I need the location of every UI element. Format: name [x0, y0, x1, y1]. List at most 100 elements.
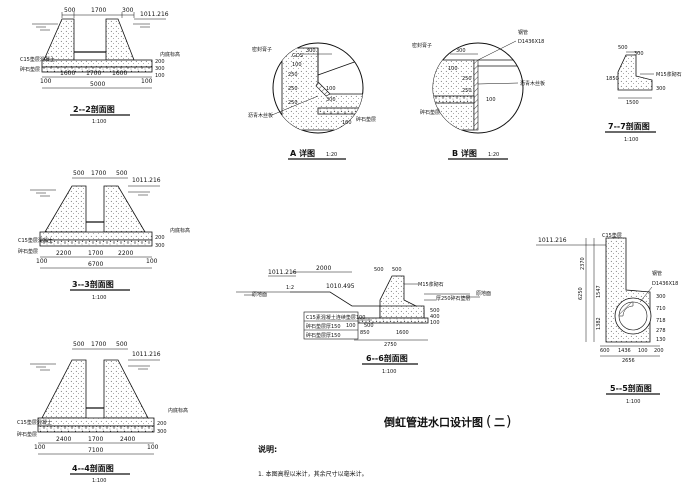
s33-right-wall [103, 185, 146, 233]
detB-dim-5: 100 [486, 97, 496, 103]
s22-label-concrete: C15垫层混凝土 [20, 56, 55, 63]
notes-block: 说明: 1. 本图高程以米计，其余尺寸以毫米计。 [258, 444, 368, 478]
detA-dim-5: 250 [288, 100, 298, 106]
s66-label-ground-2: 原地面 [476, 290, 491, 297]
s33-scale: 1:100 [92, 295, 106, 301]
s33-bottom-dim-5: 100 [146, 258, 158, 265]
detB-dim-3: 250 [462, 76, 472, 82]
s22-base-slab [41, 59, 153, 68]
s22-label-gravel: 碎石垫层 [20, 66, 40, 73]
s66-slope: 1:2 [286, 285, 294, 291]
s44-label-concrete: C15垫层混凝土 [17, 419, 52, 426]
s44-label-gravel: 碎石垫层 [17, 431, 37, 438]
s55-bottom-dim-1: 600 [600, 348, 610, 354]
s55-right-dim-5: 130 [656, 337, 666, 343]
s55-bottom-dim-4: 2656 [622, 358, 635, 364]
s66-bottom-dim-1: 100 [346, 323, 356, 329]
drawing-title-number: 二 [494, 416, 505, 429]
s44-elevation: 1011.216 [132, 351, 161, 358]
s77-label: M15浆砌石 [656, 71, 682, 78]
s55-right-dim-2: 710 [656, 306, 666, 312]
notes-heading: 说明: [258, 444, 277, 454]
section-2-2: 500 1700 300 1011.216 C15垫层混凝土 碎石垫层 内底标高… [20, 7, 180, 125]
s66-right-dim-1: 500 [430, 308, 440, 314]
s55-left-dim-4: 6250 [578, 287, 584, 300]
s22-bottom-dim-4: 1600 [112, 70, 127, 77]
drawing-title: 倒虹管进水口设计图 [383, 415, 483, 429]
s66-table-2: 碎石垫层厚150 [306, 323, 341, 330]
detB-dim-1: 300 [456, 48, 466, 54]
s44-title: 4--4剖面图 [72, 463, 114, 473]
s77-dim-4: 1500 [626, 100, 639, 106]
s55-elevation: 1011.216 [538, 237, 567, 244]
s33-bottom-dim-1: 100 [36, 258, 48, 265]
detA-dim-3: 250 [288, 72, 298, 78]
s66-label-masonry: M15浆砌石 [418, 281, 444, 288]
s66-dim-2000: 2000 [316, 265, 331, 272]
s22-gravel-bed [41, 66, 153, 73]
title-bracket-close: ) [506, 414, 511, 430]
s44-right-dim-2: 300 [157, 429, 167, 435]
detB-label-pipe: 钢管 [518, 29, 528, 36]
s22-title: 2--2剖面图 [73, 104, 115, 114]
s33-base-slab [39, 231, 153, 241]
s44-top-dim-2: 1700 [91, 341, 106, 348]
s22-left-wall [43, 18, 75, 61]
s33-title: 3--3剖面图 [72, 279, 114, 289]
s44-bottom-dim-3: 1700 [88, 436, 103, 443]
s44-bottom-dim-4: 2400 [120, 436, 135, 443]
s33-bottom-dim-4: 2200 [118, 250, 133, 257]
detB-title: B 详图 [452, 148, 477, 158]
s22-scale: 1:100 [92, 119, 106, 125]
section-7-7: 500 300 1850 M15浆砌石 1500 300 7--7剖面图 1:1… [605, 45, 682, 143]
s66-label-gravel: 厚250碎石垫层 [436, 295, 471, 302]
s33-top-dim-2: 1700 [91, 170, 106, 177]
s44-right-dim-1: 200 [157, 421, 167, 427]
s55-right-dim-4: 278 [656, 328, 666, 334]
drawing-title-block: 倒虹管进水口设计图 ( 二 ) [383, 414, 511, 430]
s66-right-dim-3: 100 [430, 320, 440, 326]
s77-dim-2: 300 [634, 51, 644, 57]
s33-top-dim-3: 500 [116, 170, 128, 177]
s44-top-dim-1: 500 [73, 341, 85, 348]
section-3-3: 500 1700 500 1011.216 C15垫层混凝土 碎石垫层 内底标高… [18, 170, 190, 301]
s77-dim-5: 300 [656, 86, 666, 92]
s77-dim-1: 500 [618, 45, 628, 51]
s66-bottom-dim-5: 2750 [384, 342, 397, 348]
note-1: 1. 本图高程以米计，其余尺寸以毫米计。 [258, 470, 368, 478]
s33-right-dim-1: 200 [155, 235, 165, 241]
section-5-5: 1011.216 C15垫层 钢管 D1436X18 2370 1547 138… [536, 232, 678, 405]
s77-title: 7--7剖面图 [608, 121, 650, 131]
detB-scale: 1:20 [488, 152, 499, 158]
s22-bottom-dim-1: 100 [40, 78, 52, 85]
s66-table-3: 碎石垫层厚150 [306, 332, 341, 339]
detA-title: A 详图 [290, 148, 315, 158]
s55-pipe-spec: D1436X18 [652, 281, 678, 287]
s33-elevation: 1011.216 [132, 177, 161, 184]
s33-gravel-bed [39, 239, 153, 247]
s44-bottom-dim-1: 100 [34, 444, 46, 451]
s22-label-invert: 内底标高 [160, 51, 180, 58]
s55-bottom-dim-5: 200 [654, 348, 664, 354]
detB-label-sealant: 密封膏子 [412, 42, 432, 49]
s44-bottom-dim-2: 2400 [56, 436, 71, 443]
s33-bottom-dim-2: 2200 [56, 250, 71, 257]
s44-gravel-bed [37, 425, 155, 433]
s33-label-concrete: C15垫层混凝土 [18, 237, 53, 244]
detB-label-gravel: 碎石垫层 [420, 109, 440, 116]
s66-scale: 1:100 [382, 369, 396, 375]
s66-bottom-dim-3: 850 [360, 330, 370, 336]
s44-scale: 1:100 [92, 478, 106, 484]
s66-top-dim-1: 500 [374, 267, 384, 273]
s55-left-dim-1: 2370 [580, 257, 586, 270]
detA-dim-6: 300 [326, 97, 336, 103]
s66-title: 6--6剖面图 [366, 353, 408, 363]
s22-top-dim-1: 500 [64, 7, 76, 14]
s66-bottom-dim-4: 1600 [396, 330, 409, 336]
s55-pipe-label: 钢管 [652, 270, 662, 277]
section-4-4: 500 1700 500 1011.216 C15垫层混凝土 碎石垫层 内底标高… [17, 341, 188, 484]
s22-bottom-dim-3: 1700 [86, 70, 101, 77]
detB-dim-2: 100 [448, 66, 458, 72]
s33-bottom-dim-3: 1700 [88, 250, 103, 257]
s55-bottom-dim-2: 1436 [618, 348, 631, 354]
